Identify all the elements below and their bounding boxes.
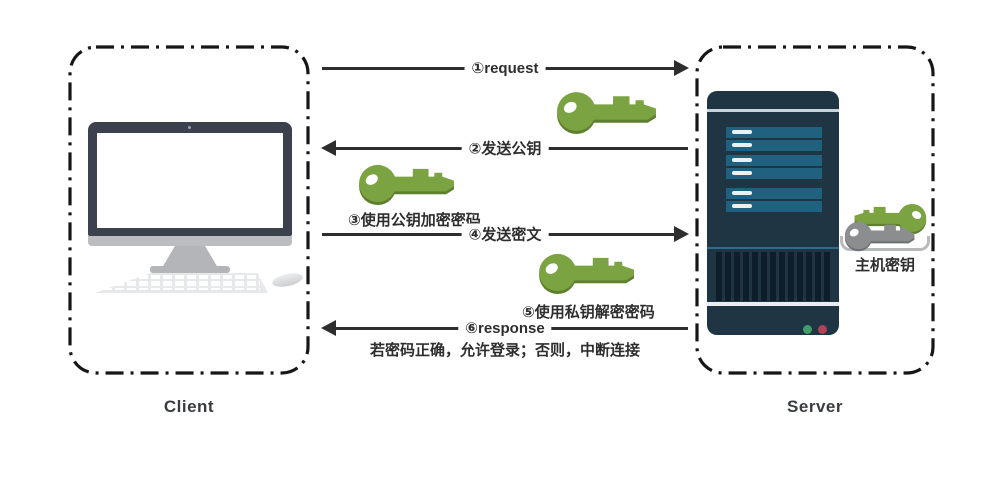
server-drive-bay — [726, 140, 822, 151]
status-led-red — [818, 325, 827, 334]
step4-label: ④发送密文 — [461, 223, 549, 245]
server-vents — [716, 252, 830, 301]
monitor-stand-foot — [150, 266, 230, 273]
drive-bay-chip — [732, 171, 752, 175]
step2-label: ②发送公钥 — [461, 137, 549, 159]
keyboard-icon — [95, 273, 268, 293]
server-drive-bay — [726, 155, 822, 166]
server-boundary-box — [695, 45, 935, 375]
drive-bay-chip — [732, 191, 752, 195]
host-private-gray-key-icon — [844, 219, 916, 252]
monitor-stand-neck — [162, 246, 218, 268]
monitor-camera-dot — [188, 126, 191, 129]
result-note: 若密码正确，允许登录；否则，中断连接 — [369, 342, 640, 359]
monitor-screen — [97, 133, 283, 228]
server-drive-bay — [726, 127, 822, 138]
server-top-line — [707, 109, 839, 112]
drive-bay-chip — [732, 143, 752, 147]
step3-label: ③使用公钥加密密码 — [348, 212, 481, 229]
server-label: Server — [787, 397, 843, 416]
server-drive-bay — [726, 188, 822, 199]
server-drive-bay — [726, 168, 822, 179]
step5-label: ⑤使用私钥解密密码 — [522, 304, 655, 321]
arrowhead-right-icon — [674, 226, 689, 242]
arrowhead-left-icon — [321, 140, 336, 156]
step6-label: ⑥response — [458, 319, 552, 337]
private-key-icon — [536, 250, 638, 295]
status-led-green — [803, 325, 812, 334]
drive-bay-chip — [732, 130, 752, 134]
server-drive-bay — [726, 201, 822, 212]
monitor-base-strip — [88, 236, 292, 246]
drive-bay-chip — [732, 204, 752, 208]
arrowhead-left-icon — [321, 320, 336, 336]
host-key-label: 主机密钥 — [854, 257, 915, 274]
drive-bay-chip — [732, 158, 752, 162]
step1-label: ①request — [464, 59, 546, 77]
public-key-icon — [356, 161, 458, 206]
server-vent-separator — [707, 247, 839, 249]
client-boundary-box — [68, 45, 310, 375]
public-key-icon — [556, 88, 658, 135]
arrowhead-right-icon — [674, 60, 689, 76]
server-bottom-line — [707, 302, 839, 306]
client-label: Client — [163, 397, 215, 416]
